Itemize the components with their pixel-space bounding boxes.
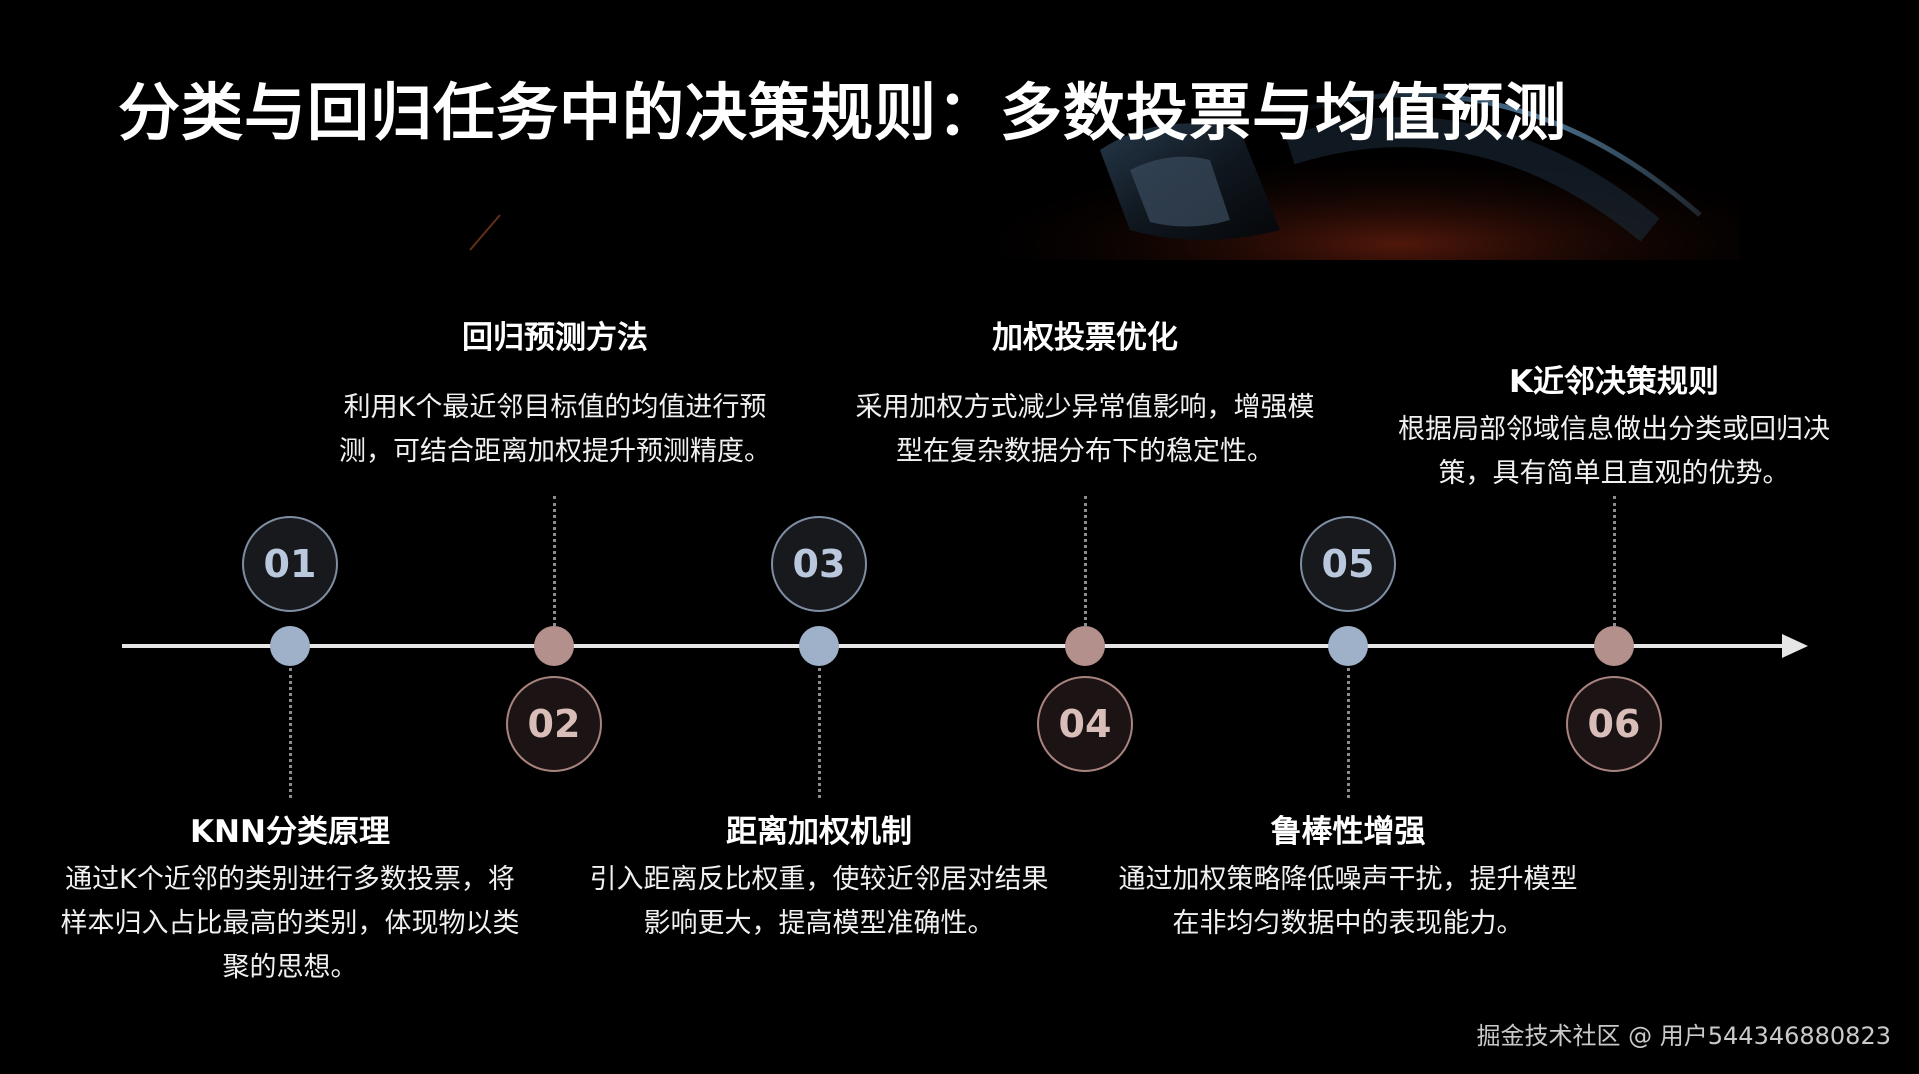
connector-01 bbox=[289, 668, 292, 798]
step-desc-01: 通过K个近邻的类别进行多数投票，将样本归入占比最高的类别，体现物以类聚的思想。 bbox=[60, 864, 520, 983]
step-title-01: KNN分类原理 bbox=[190, 814, 390, 850]
timeline-dot-02 bbox=[534, 626, 574, 666]
step-title-03: 距离加权机制 bbox=[726, 814, 912, 850]
step-title-05: 鲁棒性增强 bbox=[1270, 814, 1426, 850]
step-desc-05: 通过加权策略降低噪声干扰，提升模型在非均匀数据中的表现能力。 bbox=[1118, 864, 1578, 939]
step-badge-06: 06 bbox=[1566, 676, 1662, 772]
timeline-dot-03 bbox=[799, 626, 839, 666]
step-desc-03: 引入距离反比权重，使较近邻居对结果影响更大，提高模型准确性。 bbox=[589, 864, 1049, 939]
step-title-06: K近邻决策规则 bbox=[1508, 364, 1720, 400]
timeline-dot-05 bbox=[1328, 626, 1368, 666]
connector-06 bbox=[1613, 496, 1616, 626]
step-badge-03: 03 bbox=[771, 516, 867, 612]
step-desc-06: 根据局部邻域信息做出分类或回归决策，具有简单且直观的优势。 bbox=[1398, 414, 1830, 489]
timeline-dot-06 bbox=[1594, 626, 1634, 666]
connector-04 bbox=[1084, 496, 1087, 626]
step-desc-04: 采用加权方式减少异常值影响，增强模型在复杂数据分布下的稳定性。 bbox=[855, 392, 1315, 467]
connector-03 bbox=[818, 668, 821, 798]
connector-02 bbox=[553, 496, 556, 626]
timeline-axis bbox=[122, 644, 1800, 648]
timeline-dot-04 bbox=[1065, 626, 1105, 666]
step-badge-01: 01 bbox=[242, 516, 338, 612]
step-title-02: 回归预测方法 bbox=[462, 320, 648, 356]
timeline-dot-01 bbox=[270, 626, 310, 666]
step-title-04: 加权投票优化 bbox=[992, 320, 1178, 356]
background-artwork bbox=[469, 92, 1740, 260]
step-badge-02: 02 bbox=[506, 676, 602, 772]
connector-05 bbox=[1347, 668, 1350, 798]
step-desc-02: 利用K个最近邻目标值的均值进行预测，可结合距离加权提升预测精度。 bbox=[339, 392, 771, 467]
timeline-arrow-icon bbox=[1782, 634, 1808, 658]
slide-title: 分类与回归任务中的决策规则：多数投票与均值预测 bbox=[118, 76, 1568, 149]
step-badge-05: 05 bbox=[1300, 516, 1396, 612]
watermark: 掘金技术社区 @ 用户544346880823 bbox=[1476, 1022, 1892, 1050]
step-badge-04: 04 bbox=[1037, 676, 1133, 772]
